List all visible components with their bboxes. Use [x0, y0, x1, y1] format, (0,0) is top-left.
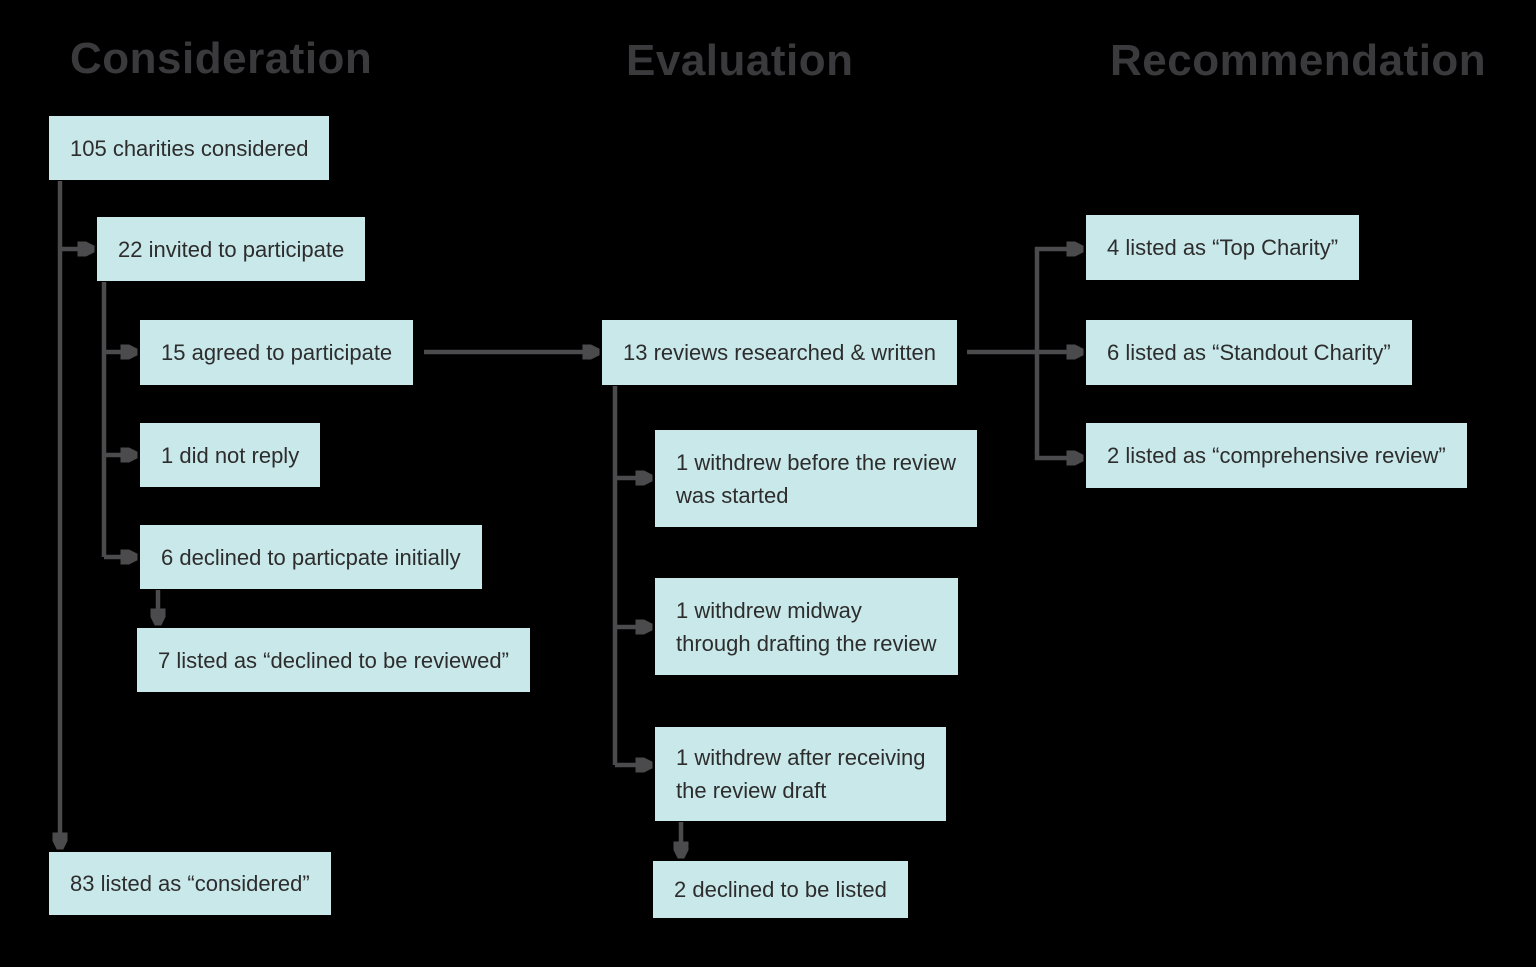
node-1-withdrew-before-review-started: 1 withdrew before the review was started: [655, 430, 978, 527]
stem-recommendation: [967, 247, 1040, 460]
node-4-listed-as-top-charity: 4 listed as “Top Charity”: [1086, 215, 1360, 280]
node-13-reviews-researched-written: 13 reviews researched & written: [602, 320, 958, 385]
column-heading-evaluation: Evaluation: [626, 36, 854, 85]
node-1-withdrew-after-receiving-draft: 1 withdrew after receiving the review dr…: [655, 727, 947, 821]
node-2-listed-as-comprehensive-review: 2 listed as “comprehensive review”: [1086, 423, 1467, 488]
column-heading-recommendation: Recommendation: [1110, 36, 1487, 85]
node-2-declined-to-be-listed: 2 declined to be listed: [653, 861, 908, 918]
node-1-did-not-reply: 1 did not reply: [140, 423, 321, 487]
node-6-declined-to-participate-initially: 6 declined to particpate initially: [140, 525, 482, 589]
node-22-invited-to-participate: 22 invited to participate: [97, 217, 366, 281]
node-15-agreed-to-participate: 15 agreed to participate: [140, 320, 414, 385]
column-heading-consideration: Consideration: [70, 34, 373, 83]
node-7-listed-declined-to-be-reviewed: 7 listed as “declined to be reviewed”: [137, 628, 530, 692]
node-1-withdrew-midway-drafting: 1 withdrew midway through drafting the r…: [655, 578, 958, 675]
node-6-listed-as-standout-charity: 6 listed as “Standout Charity”: [1086, 320, 1412, 385]
node-105-charities-considered: 105 charities considered: [49, 116, 330, 180]
node-83-listed-as-considered: 83 listed as “considered”: [49, 852, 331, 915]
